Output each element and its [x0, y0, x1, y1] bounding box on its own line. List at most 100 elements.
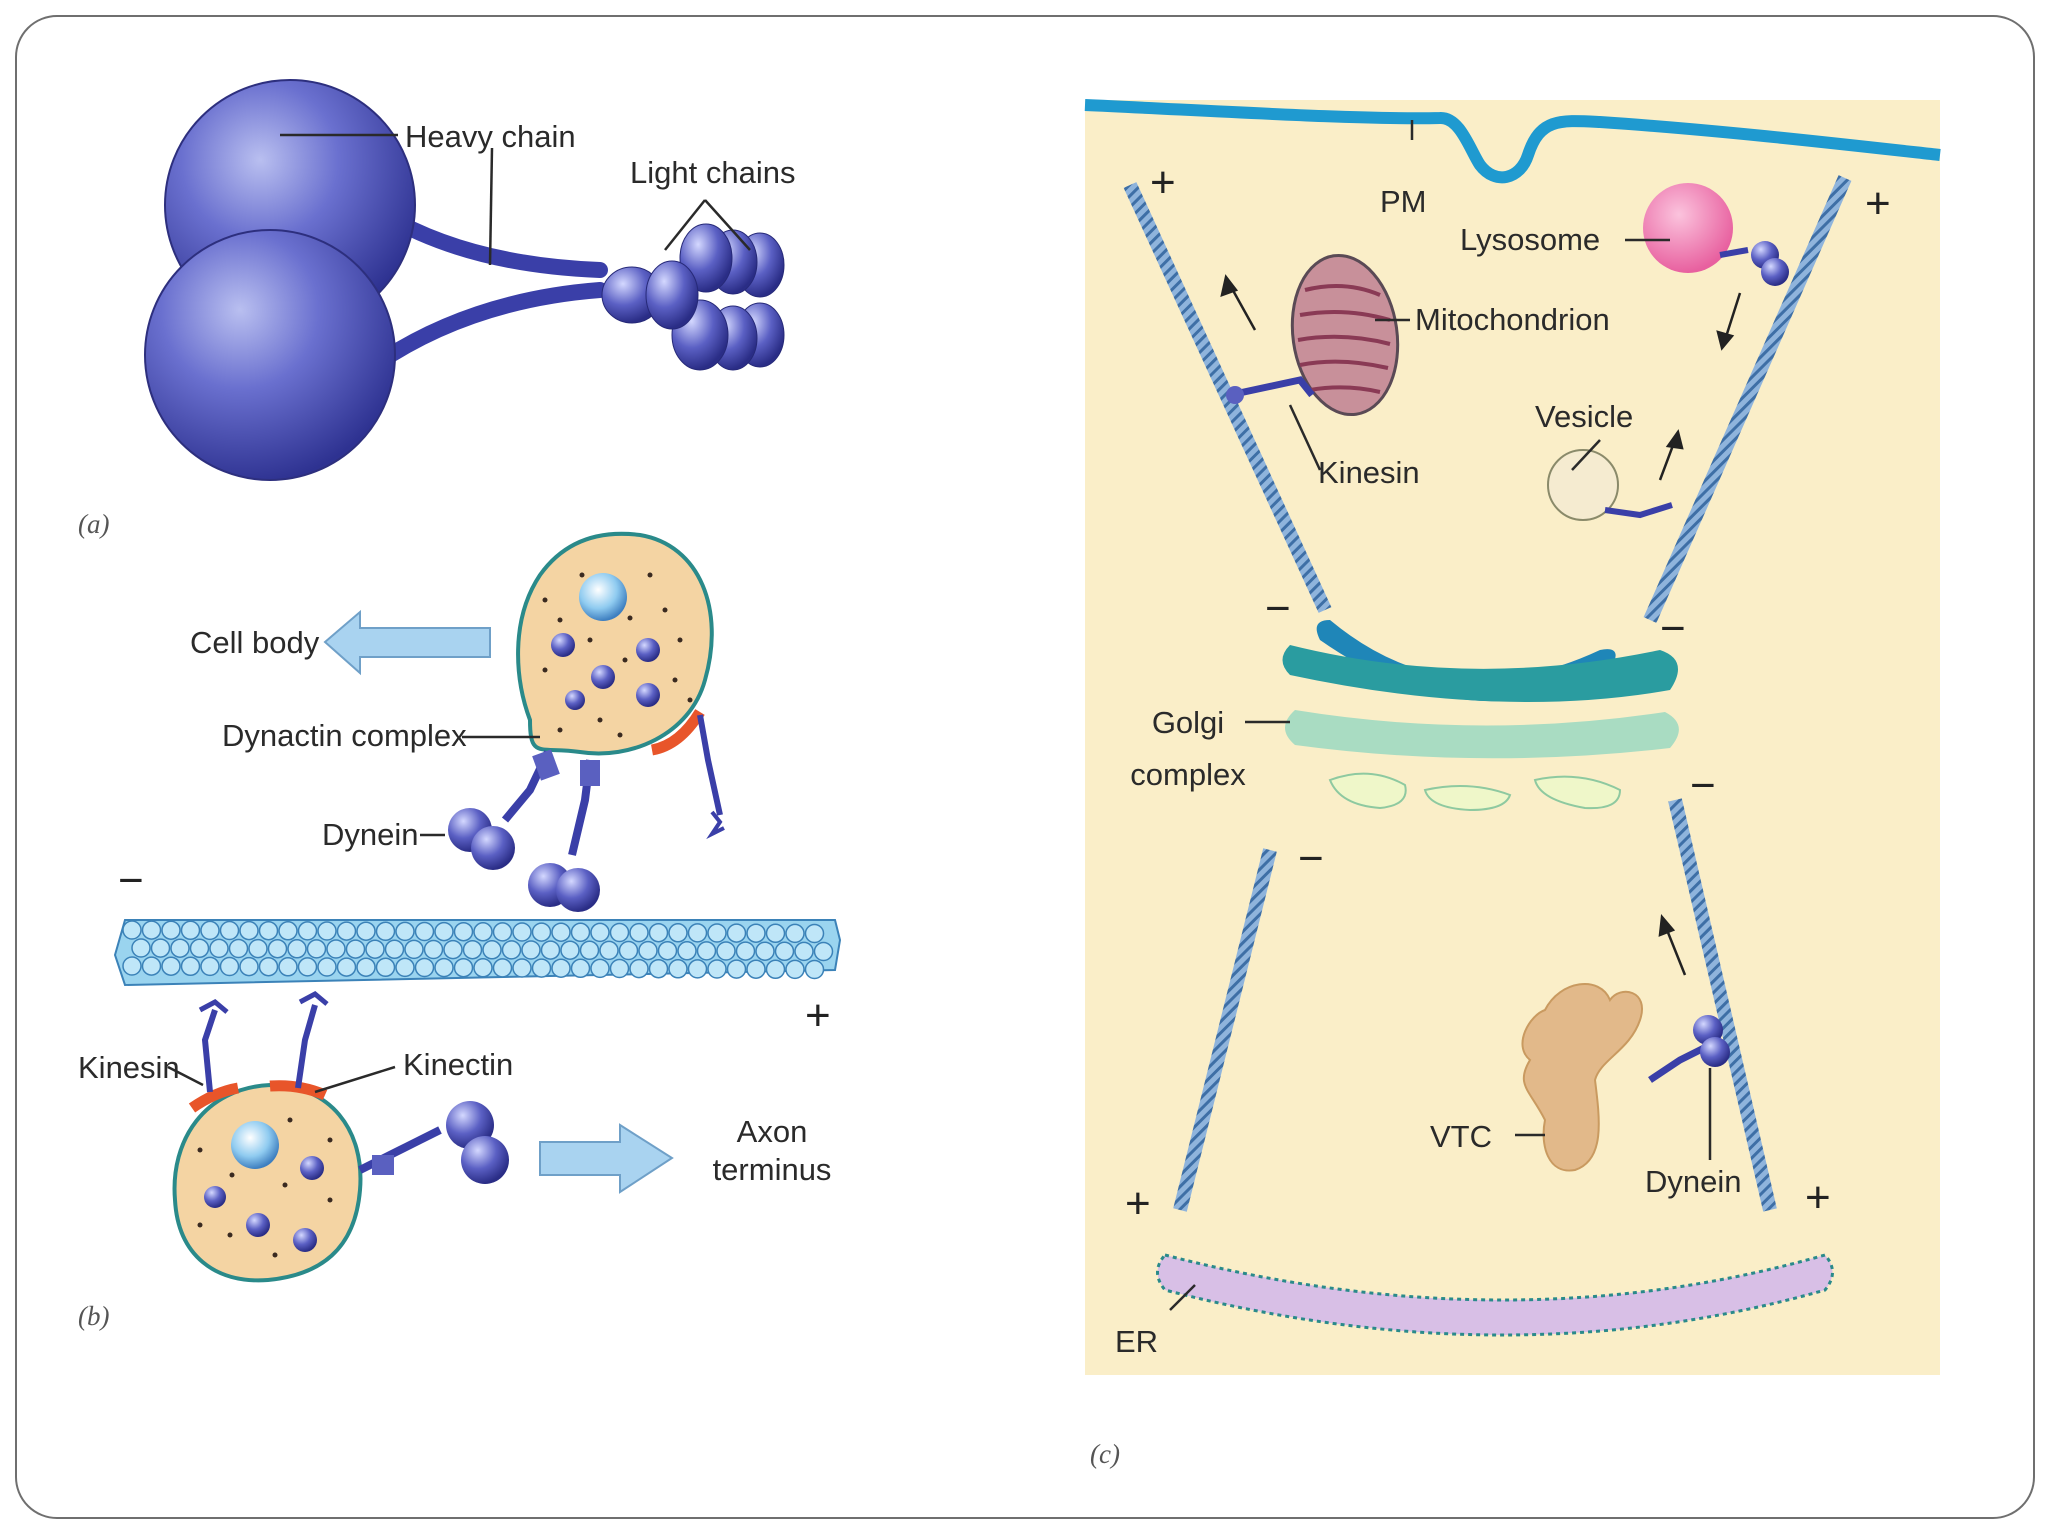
- axon-terminus-label-1: Axon: [737, 1114, 808, 1149]
- tubulin-bead: [326, 939, 346, 959]
- tubulin-bead: [384, 939, 405, 960]
- tubulin-bead: [122, 956, 142, 976]
- tubulin-bead: [200, 956, 220, 977]
- vesicle-granules: [542, 572, 693, 738]
- tubulin-bead: [707, 959, 727, 979]
- tubulin-bead: [141, 920, 162, 940]
- tubulin-bead: [365, 939, 385, 959]
- tubulin-bead: [785, 923, 805, 944]
- tubulin-bead: [501, 940, 522, 960]
- heavy-chain-leader-drop: [488, 147, 494, 266]
- tubulin-bead: [356, 957, 376, 977]
- tubulin-bead: [317, 921, 337, 941]
- tubulin-bead: [473, 958, 493, 978]
- tubulin-bead: [336, 957, 357, 977]
- tubulin-bead: [258, 956, 279, 977]
- tubulin-bead: [170, 938, 190, 958]
- tubulin-bead: [726, 923, 747, 943]
- c-plus-lower-right: +: [1805, 1173, 1831, 1222]
- microtubule-c-lower-left: [1173, 848, 1277, 1212]
- tubulin-bead: [150, 938, 171, 958]
- tubulin-bead: [228, 938, 249, 959]
- tubulin-bead: [648, 922, 669, 943]
- kinesin-b-leader: [167, 1065, 204, 1087]
- panel-c-label: (c): [1090, 1439, 1120, 1469]
- tubulin-bead: [278, 921, 298, 941]
- kinesin-cargo-vesicle: [172, 991, 509, 1283]
- cell-body-arrow: [323, 609, 491, 676]
- tubulin-bead: [462, 939, 483, 960]
- vesicle-label: Vesicle: [1535, 399, 1633, 434]
- tubulin-bead: [570, 958, 591, 979]
- tubulin-bead: [590, 922, 610, 943]
- vesicle-nucleus: [579, 573, 627, 621]
- tubulin-bead: [122, 920, 142, 940]
- tubulin-bead: [209, 938, 229, 959]
- tubulin-bead: [540, 940, 561, 960]
- tubulin-bead: [804, 923, 825, 944]
- tubulin-bead: [629, 958, 649, 979]
- golgi-label-1: Golgi: [1152, 705, 1224, 740]
- vtc-label: VTC: [1430, 1119, 1492, 1154]
- light-chains-leader-2: [704, 199, 751, 251]
- tubulin-bead: [570, 922, 591, 943]
- golgi-label-2: complex: [1130, 757, 1246, 792]
- microtubule-c-lower-right: [1668, 798, 1777, 1212]
- tubulin-bead: [453, 921, 474, 942]
- tubulin-bead: [258, 920, 279, 941]
- c-plus-upper-right: +: [1865, 179, 1891, 228]
- dynein-b-label: Dynein: [322, 817, 419, 852]
- tubulin-bead: [746, 959, 766, 979]
- heavy-chain-label: Heavy chain: [405, 119, 576, 154]
- tubulin-bead: [375, 921, 396, 942]
- dynein-c-label: Dynein: [1645, 1164, 1742, 1199]
- direction-arrows: [1220, 274, 1742, 976]
- vtc-organelle: [1521, 983, 1643, 1172]
- tubulin-bead: [794, 941, 814, 962]
- tubulin-bead: [599, 940, 619, 961]
- tubulin-bead: [648, 958, 669, 979]
- kinectin-label: Kinectin: [403, 1047, 513, 1082]
- tubulin-bead: [531, 958, 552, 978]
- axon-terminus-arrow: [539, 1123, 674, 1194]
- tubulin-bead: [219, 956, 240, 977]
- tubulin-bead: [248, 938, 268, 959]
- tubulin-bead: [404, 939, 424, 960]
- tubulin-bead: [180, 920, 201, 941]
- panel-c: PM + + − − − − + + Lysosome: [1084, 99, 1941, 1469]
- tubulin-bead: [395, 957, 415, 978]
- tubulin-bead: [336, 921, 357, 941]
- tubulin-bead: [395, 921, 415, 942]
- tubulin-bead: [687, 923, 708, 943]
- tubulin-bead: [434, 921, 454, 942]
- tubulin-bead: [774, 941, 795, 962]
- tubulin-bead: [804, 959, 825, 980]
- tubulin-bead: [638, 940, 658, 961]
- tubulin-bead: [657, 940, 678, 961]
- panel-b-minus: −: [118, 856, 144, 905]
- panel-b: Cell body Dynactin complex Dynein − +: [78, 531, 842, 1331]
- kinesin-b-label: Kinesin: [78, 1050, 180, 1085]
- tubulin-bead: [677, 941, 697, 961]
- tubulin-bead: [267, 938, 288, 959]
- tubulin-bead: [189, 938, 210, 959]
- light-chains-label: Light chains: [630, 155, 795, 190]
- tubulin-bead: [414, 921, 435, 942]
- panel-a: Heavy chain Light chains (a): [78, 79, 795, 539]
- tubulin-bead: [345, 939, 366, 959]
- tubulin-bead: [687, 959, 708, 979]
- pm-label: PM: [1380, 184, 1427, 219]
- tubulin-bead: [141, 956, 162, 976]
- tubulin-bead: [414, 957, 435, 978]
- tubulin-bead: [590, 958, 610, 979]
- light-chains-leader-1: [664, 199, 706, 251]
- tubulin-bead: [785, 959, 805, 980]
- axon-terminus-label-2: terminus: [713, 1152, 832, 1187]
- c-plus-lower-left: +: [1125, 1179, 1151, 1228]
- tubulin-bead: [551, 922, 571, 942]
- tubulin-bead: [473, 922, 493, 942]
- tubulin-bead: [453, 957, 474, 978]
- tubulin-bead: [356, 921, 376, 941]
- c-minus-mid-right: −: [1660, 604, 1686, 653]
